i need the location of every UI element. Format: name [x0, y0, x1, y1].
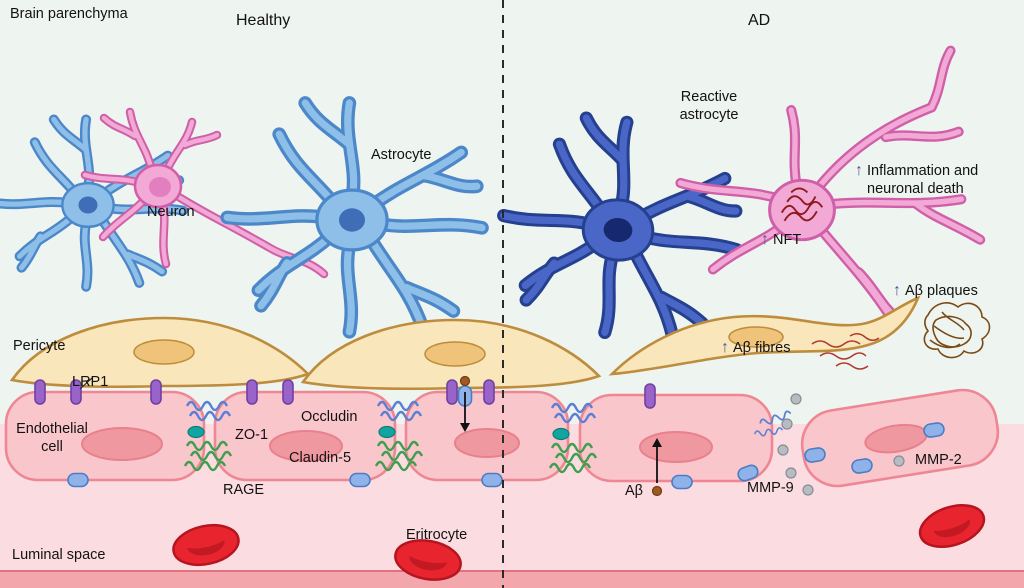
- label-mmp2: MMP-2: [915, 452, 962, 468]
- up-arrow-nft: ↑: [761, 231, 769, 248]
- label-abeta-fibres-text: Aβ fibres: [733, 340, 791, 356]
- label-claudin5: Claudin-5: [289, 450, 352, 466]
- nft-tangles: [780, 187, 824, 222]
- label-pericyte: Pericyte: [13, 338, 66, 354]
- label-healthy: Healthy: [236, 12, 291, 29]
- label-abeta-fibres: ↑ Aβ fibres: [721, 340, 791, 358]
- label-abeta-plaques: ↑ Aβ plaques: [893, 283, 978, 301]
- label-nft: ↑ NFT: [761, 232, 801, 250]
- label-abeta-plaques-text: Aβ plaques: [905, 283, 978, 299]
- reactive-astrocyte: [493, 111, 749, 346]
- label-ad: AD: [748, 12, 771, 29]
- up-arrow-fibres: ↑: [721, 339, 729, 356]
- abeta-dot-healthy: [459, 375, 471, 387]
- abeta-transport-ad: [651, 438, 663, 497]
- endothelial-cell-1: [4, 390, 206, 482]
- label-inflammation-text: Inflammation and neuronal death: [867, 163, 979, 197]
- label-endothelial-cell: Endothelial cell: [16, 421, 88, 455]
- label-eritrocyte: Eritrocyte: [406, 527, 468, 543]
- pericyte-ad: [608, 295, 921, 376]
- abeta-dot-ad: [651, 485, 663, 497]
- label-occludin: Occludin: [301, 409, 358, 425]
- astrocyte-center: [227, 103, 482, 332]
- label-mmp9: MMP-9: [747, 480, 794, 496]
- neuron-ad: [681, 51, 981, 321]
- abeta-transport-healthy: [459, 375, 471, 432]
- lrp1-pointer: [79, 377, 93, 390]
- label-abeta: Aβ: [625, 483, 644, 499]
- label-brain-parenchyma: Brain parenchyma: [10, 6, 128, 22]
- endothelial-cell-4: [578, 393, 774, 483]
- endothelial-cell-2: [213, 390, 397, 482]
- abeta-fibres: [811, 333, 880, 370]
- endothelial-cell-5: [800, 388, 1000, 488]
- label-zo1: ZO-1: [235, 427, 269, 443]
- up-arrow-inflammation: ↑: [855, 162, 863, 179]
- label-reactive-astrocyte: Reactive astrocyte: [679, 89, 739, 123]
- abeta-plaque: [923, 302, 991, 359]
- neuron-healthy: [85, 112, 324, 274]
- up-arrow-plaques: ↑: [893, 282, 901, 299]
- endothelial-layer: [4, 388, 1000, 488]
- bottom-vessel-strip: [0, 571, 1024, 588]
- label-neuron: Neuron: [147, 204, 195, 220]
- label-nft-text: NFT: [773, 232, 802, 248]
- label-astrocyte: Astrocyte: [371, 147, 432, 163]
- label-rage: RAGE: [223, 482, 265, 498]
- label-luminal-space: Luminal space: [12, 547, 106, 563]
- label-lrp1: LRP1: [72, 374, 109, 390]
- endothelial-cell-3: [404, 390, 570, 482]
- astrocyte-left: [0, 119, 183, 286]
- label-inflammation: ↑ Inflammation and neuronal death: [855, 163, 995, 198]
